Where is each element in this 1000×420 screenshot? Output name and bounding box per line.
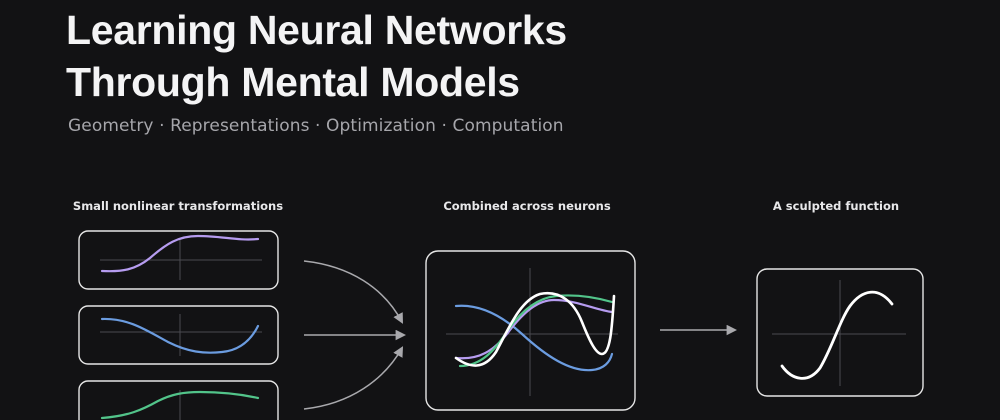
combined-green-curve (458, 294, 614, 368)
combined-panel (425, 250, 636, 411)
combined-white-curve (454, 291, 616, 367)
title-line-1: Learning Neural Networks (66, 7, 567, 53)
green-curve (100, 390, 260, 420)
neuron-panel-green (78, 380, 279, 420)
title-line-2: Through Mental Models (66, 59, 520, 105)
curved-arrow-bottom (303, 346, 404, 410)
blue-curve (100, 317, 260, 354)
label-combined-neurons: Combined across neurons (443, 199, 611, 213)
label-sculpted-function: A sculpted function (772, 199, 900, 213)
sculpted-white-curve (780, 290, 894, 380)
page-title: Learning Neural Networks Through Mental … (66, 4, 567, 108)
curved-arrow-top (303, 260, 403, 324)
neuron-panel-purple (78, 230, 279, 290)
subtitle: Geometry · Representations · Optimizatio… (68, 116, 564, 136)
sculpted-function-panel (756, 268, 924, 397)
label-small-transformations: Small nonlinear transformations (72, 199, 284, 213)
combined-blue-curve (454, 304, 614, 372)
combined-purple-curve (454, 298, 614, 360)
purple-curve (100, 234, 260, 273)
neuron-panel-blue (78, 305, 279, 365)
